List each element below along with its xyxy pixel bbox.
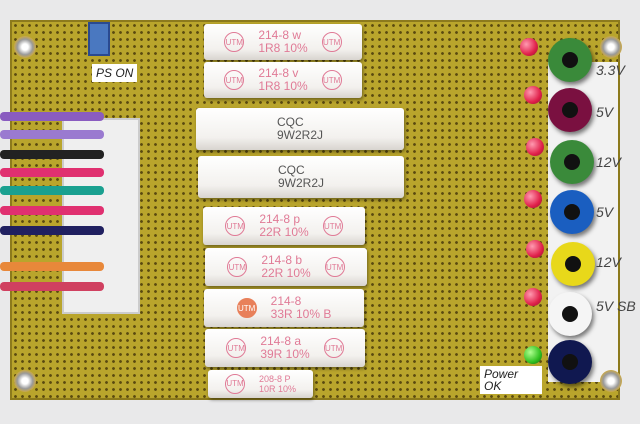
utm-logo: UTM	[323, 338, 344, 358]
screw	[600, 370, 622, 392]
utm-logo: UTM	[321, 32, 342, 52]
red-led	[524, 190, 542, 208]
screw	[14, 36, 36, 58]
voltage-label: 5V	[596, 204, 614, 220]
banana-jack-green[interactable]	[548, 38, 592, 82]
wire	[0, 186, 104, 195]
voltage-label: 3.3V	[596, 62, 625, 78]
screw	[600, 36, 622, 58]
wire	[0, 130, 104, 139]
red-led	[526, 240, 544, 258]
wire	[0, 226, 104, 235]
wire	[0, 150, 104, 159]
wire	[0, 168, 104, 177]
utm-logo: UTM	[227, 257, 248, 277]
ps-on-switch[interactable]	[88, 22, 110, 56]
wire	[0, 262, 104, 271]
banana-jack-white[interactable]	[548, 292, 592, 336]
utm-logo: UTM	[322, 216, 343, 236]
ps-on-label: PS ON	[92, 64, 138, 82]
voltage-label: 5V	[596, 104, 614, 120]
utm-logo: UTM	[321, 70, 342, 90]
banana-jack-purple[interactable]	[548, 88, 592, 132]
voltage-label: 12V	[596, 254, 621, 270]
power-ok-label: Power OK	[480, 366, 542, 394]
utm-logo: UTM	[224, 374, 245, 394]
voltage-label: 5V SB	[596, 298, 636, 314]
wire	[0, 112, 104, 121]
green-led	[524, 346, 542, 364]
banana-jack-blue[interactable]	[550, 190, 594, 234]
red-led	[526, 138, 544, 156]
utm-logo: UTM	[236, 298, 257, 318]
red-led	[524, 288, 542, 306]
utm-logo: UTM	[224, 70, 245, 90]
red-led	[524, 86, 542, 104]
banana-jack-green[interactable]	[550, 140, 594, 184]
banana-jack-black[interactable]	[548, 340, 592, 384]
wire	[0, 282, 104, 291]
utm-logo: UTM	[225, 216, 246, 236]
red-led	[520, 38, 538, 56]
voltage-label: 12V	[596, 154, 621, 170]
banana-jack-yellow[interactable]	[551, 242, 595, 286]
utm-logo: UTM	[324, 257, 345, 277]
screw	[14, 370, 36, 392]
wire	[0, 206, 104, 215]
utm-logo: UTM	[226, 338, 247, 358]
utm-logo: UTM	[224, 32, 245, 52]
